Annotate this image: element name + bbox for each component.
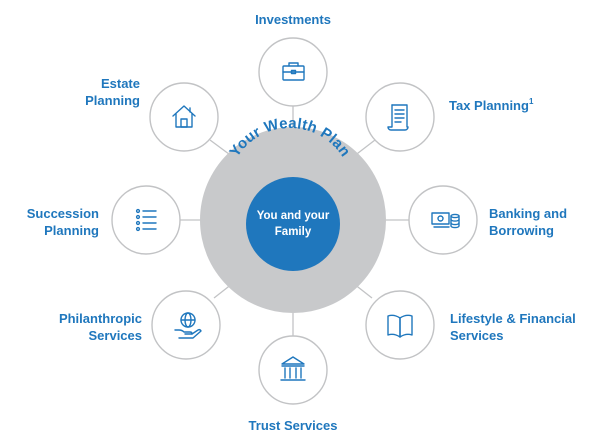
family-core-line1: You and your [256, 210, 330, 222]
family-core-line2: Family [274, 226, 312, 238]
estate-node[interactable] [149, 82, 219, 152]
trust-services-node[interactable] [258, 335, 328, 405]
tax-planning-node[interactable] [365, 82, 435, 152]
bank-building-icon [280, 356, 306, 381]
estate-label-line1: Estate [100, 76, 140, 91]
document-scroll-icon [387, 104, 409, 131]
tax-planning-footnote: 1 [528, 97, 534, 106]
banking-label[interactable]: Banking and Borrowing [489, 205, 567, 239]
succession-label-line2: Planning [44, 223, 99, 238]
lifestyle-label[interactable]: Lifestyle & Financial Services [450, 310, 576, 344]
tax-planning-label[interactable]: Tax Planning1 [449, 97, 533, 114]
estate-label[interactable]: Estate Planning [60, 75, 140, 109]
lifestyle-label-line1: Lifestyle & Financial [450, 311, 576, 326]
house-icon [172, 105, 196, 128]
connector-lines [180, 97, 409, 338]
trust-services-label[interactable]: Trust Services [233, 417, 353, 434]
hand-globe-icon [174, 312, 202, 339]
open-book-icon [387, 314, 413, 338]
banking-label-line1: Banking and [489, 206, 568, 221]
philanthropic-label-line2: Services [88, 328, 143, 343]
succession-node[interactable] [111, 185, 181, 255]
succession-label-line1: Succession [26, 206, 99, 221]
tax-planning-label-text: Tax Planning [449, 98, 529, 113]
philanthropic-label-line1: Philanthropic [58, 311, 142, 326]
briefcase-icon [282, 62, 305, 81]
philanthropic-label[interactable]: Philanthropic Services [40, 310, 142, 344]
money-coins-icon [431, 212, 460, 229]
investments-label-text: Investments [255, 12, 331, 27]
succession-label[interactable]: Succession Planning [20, 205, 99, 239]
trust-services-label-text: Trust Services [248, 418, 338, 433]
investments-label[interactable]: Investments [233, 11, 353, 28]
list-icon [135, 208, 157, 232]
family-core-text: You and your Family [246, 208, 340, 240]
estate-label-line2: Planning [85, 93, 140, 108]
family-core-circle [246, 177, 340, 271]
lifestyle-label-line2: Services [450, 328, 504, 343]
banking-label-line2: Borrowing [489, 223, 554, 238]
